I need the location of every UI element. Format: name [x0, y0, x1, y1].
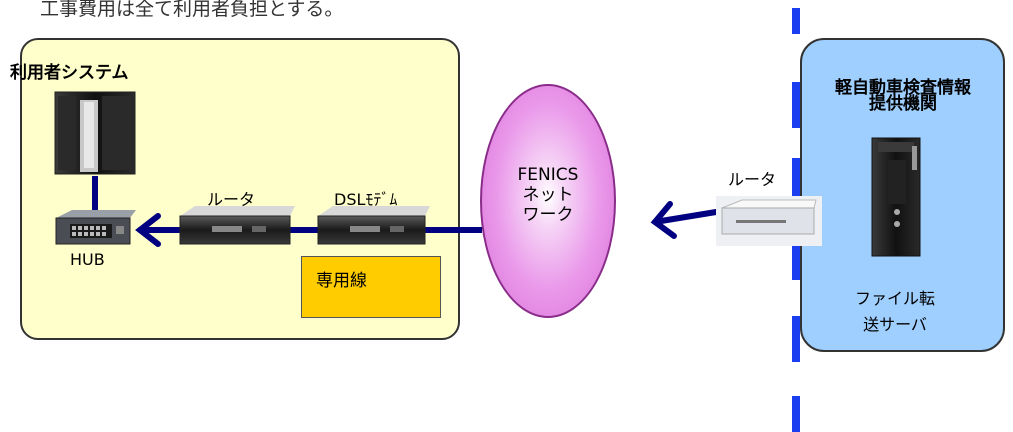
user-router-label: ルータ	[207, 190, 256, 209]
hub-label: HUB	[70, 250, 105, 269]
leased-line-box	[301, 256, 441, 318]
fenics-network-label: FENICS ネット ワーク	[480, 165, 616, 225]
user-router-icon	[179, 206, 295, 245]
user-server-icon	[54, 91, 136, 175]
hub-icon	[55, 210, 136, 245]
boundary-dash	[792, 316, 800, 362]
server-label: ファイル転 送サーバ	[840, 286, 950, 338]
provider-router-icon	[716, 196, 822, 246]
dsl-modem-label: DSLﾓﾃﾞﾑ	[334, 190, 398, 209]
arrow-to-hub	[135, 213, 185, 247]
provider-title-line-1: 軽自動車検査情報	[835, 78, 971, 98]
boundary-dash	[792, 158, 800, 204]
leased-line-label: 専用線	[316, 271, 367, 291]
network-line-2: ネット	[522, 185, 574, 205]
boundary-dash	[792, 8, 800, 34]
boundary-dash	[792, 396, 800, 432]
network-line-1: FENICS	[517, 165, 579, 185]
fenics-network-cloud	[480, 84, 616, 318]
server-label-line-2: 送サーバ	[863, 315, 927, 334]
network-line-3: ワーク	[522, 205, 574, 225]
provider-server-icon	[871, 137, 921, 257]
dsl-modem-icon	[317, 206, 430, 245]
user-system-title: 利用者システム	[10, 63, 129, 83]
top-note: 工事費用は全て利用者負担とする。	[40, 0, 344, 20]
provider-router-label: ルータ	[728, 170, 777, 189]
provider-title: 軽自動車検査情報 提供機関	[803, 78, 1003, 114]
provider-title-line-2: 提供機関	[869, 94, 937, 114]
arrow-to-network	[650, 201, 719, 239]
boundary-dash	[792, 234, 800, 280]
provider-box	[800, 38, 1005, 352]
boundary-dash	[792, 82, 800, 128]
server-label-line-1: ファイル転	[854, 289, 935, 308]
